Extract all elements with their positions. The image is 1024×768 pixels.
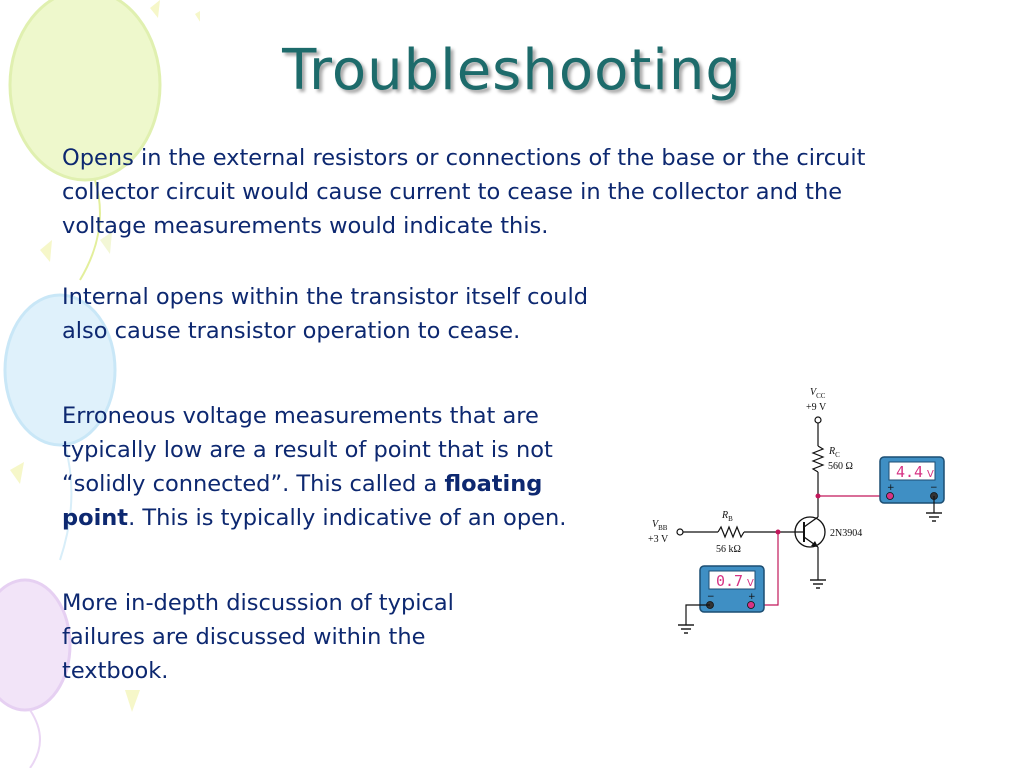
rc-resistor <box>811 445 825 473</box>
collector-voltmeter: 4.4 V + − <box>879 456 945 504</box>
balloon-string <box>29 709 41 768</box>
confetti <box>100 232 112 254</box>
transistor-label: 2N3904 <box>830 528 862 539</box>
vbb-label: VBB <box>652 519 668 532</box>
collector-plus-sign: + <box>887 483 895 493</box>
rc-label: RC <box>828 446 840 459</box>
balloon-blue <box>3 293 117 447</box>
slide-title: Troubleshooting <box>282 38 742 103</box>
paragraph-external-opens: Opens in the external resistors or conne… <box>62 145 866 239</box>
wire <box>685 604 710 625</box>
paragraph-text: . This is typically indicative of an ope… <box>128 505 567 531</box>
balloon-purple <box>0 578 72 712</box>
balloon-string <box>79 179 101 281</box>
rb-label: RB <box>721 510 733 523</box>
vcc-value: +9 V <box>806 402 827 413</box>
base-plus-sign: + <box>748 592 756 602</box>
collector-unit: V <box>927 469 934 480</box>
balloon-green <box>8 0 162 182</box>
npn-transistor <box>794 516 826 548</box>
paragraph-text: Erroneous voltage measurements that are … <box>62 403 553 497</box>
confetti <box>10 462 24 484</box>
confetti <box>40 240 52 262</box>
base-voltmeter: 0.7 V − + <box>699 565 765 613</box>
base-plus-jack <box>747 601 755 609</box>
base-unit: V <box>747 578 754 589</box>
confetti <box>195 11 200 22</box>
ground-symbol <box>926 512 942 522</box>
paragraph-floating-point: Erroneous voltage measurements that are … <box>62 399 602 535</box>
rb-resistor <box>717 525 745 539</box>
paragraph-internal-opens: Internal opens within the transistor its… <box>62 284 589 344</box>
rb-value: 56 kΩ <box>716 544 741 555</box>
base-minus-sign: − <box>707 592 715 602</box>
collector-plus-jack <box>886 492 894 500</box>
vbb-terminal <box>676 528 684 536</box>
base-reading: 0.7 <box>716 572 743 590</box>
transistor-circuit-diagram: VCC +9 V RC 560 Ω 4.4 V + − 2N3904 <box>648 387 945 634</box>
vcc-terminal <box>814 416 822 424</box>
confetti <box>150 0 160 18</box>
collector-reading: 4.4 <box>896 463 923 481</box>
rc-value: 560 Ω <box>828 461 853 472</box>
floating-point-term: floating point <box>62 471 543 531</box>
collector-minus-sign: − <box>930 483 938 493</box>
vcc-label: VCC <box>810 387 826 400</box>
balloon-decoration <box>0 0 200 768</box>
confetti <box>125 690 140 712</box>
ground-symbol <box>810 579 826 589</box>
vbb-value: +3 V <box>648 534 669 545</box>
ground-symbol <box>678 624 694 634</box>
paragraph-textbook: More in-depth discussion of typical fail… <box>62 590 454 684</box>
balloon-string <box>59 444 73 561</box>
